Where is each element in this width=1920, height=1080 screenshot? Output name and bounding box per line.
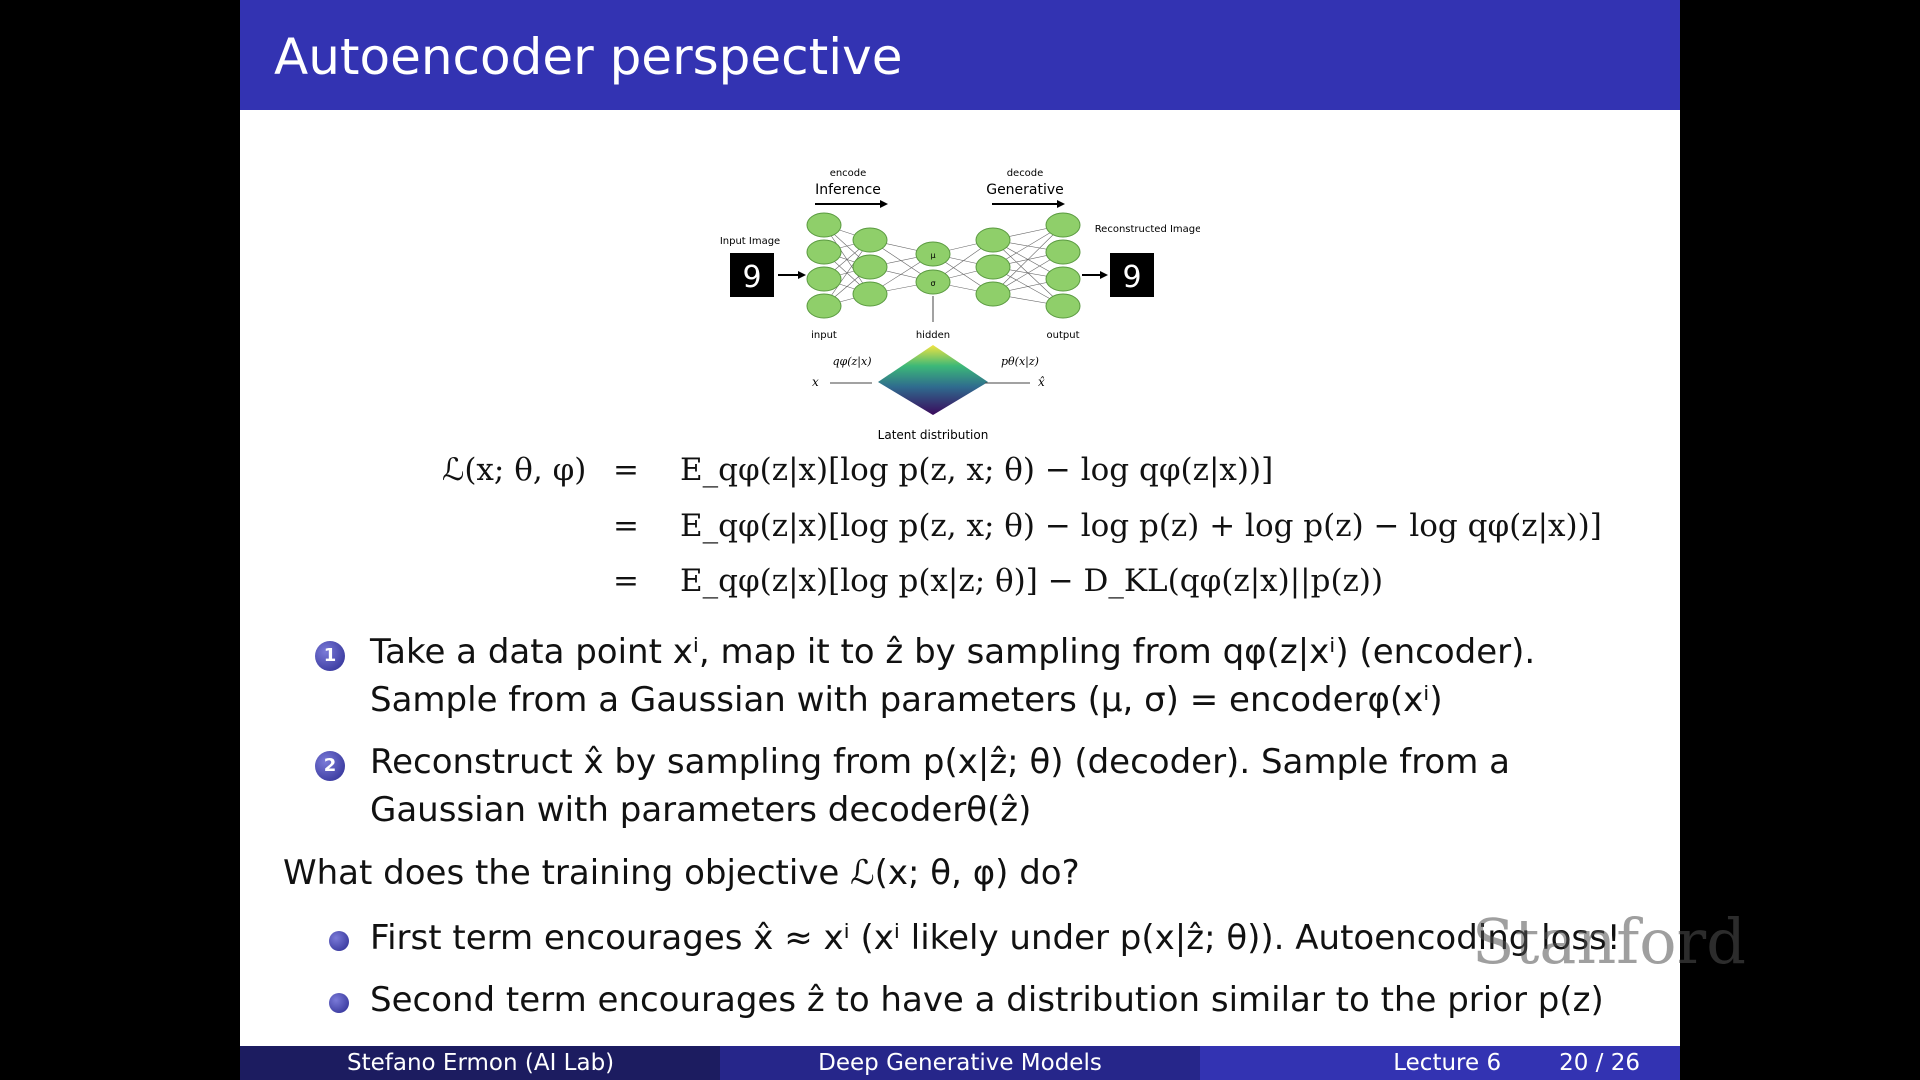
input-digit: 9: [742, 260, 761, 295]
input-image-label: Input Image: [720, 236, 780, 247]
input-digit-image: [730, 253, 774, 297]
equals-2: =: [613, 508, 639, 544]
input-label: input: [811, 330, 837, 341]
question: What does the training objective ℒ(x; θ,…: [283, 853, 1080, 893]
bullet-second-term: Second term encourages ẑ to have a distr…: [370, 980, 1604, 1020]
reconstructed-digit-image: [1110, 253, 1154, 297]
equals-1: =: [613, 452, 639, 488]
reconstructed-label: Reconstructed Image: [1095, 224, 1200, 235]
mu-label: μ: [930, 251, 935, 260]
step-1-line-2: Sample from a Gaussian with parameters (…: [370, 680, 1443, 720]
output-digit: 9: [1122, 260, 1141, 295]
encoder-q-label: qφ(z|x): [832, 355, 871, 369]
stanford-watermark: Stanford: [1472, 905, 1746, 978]
inference-label: Inference: [815, 182, 881, 198]
bullet-dot: [329, 993, 349, 1013]
step-2-line-2: Gaussian with parameters decoderθ(ẑ): [370, 790, 1032, 830]
encode-label: encode: [830, 168, 867, 179]
bullet-first-term: First term encourages x̂ ≈ xⁱ (xⁱ likely…: [370, 918, 1621, 958]
decode-label: decode: [1007, 168, 1044, 179]
decoder-p-label: pθ(x|z): [1001, 355, 1039, 369]
slide-title: Autoencoder perspective: [240, 0, 1680, 110]
footer-right: Lecture 6 20 / 26: [1200, 1046, 1680, 1080]
footer-page: 20 / 26: [1559, 1050, 1640, 1076]
hidden-label: hidden: [916, 330, 950, 341]
latent-distribution-plot: [878, 345, 988, 415]
footer-course: Deep Generative Models: [720, 1046, 1200, 1080]
step-1-badge: 1: [315, 641, 345, 671]
x-label: x: [812, 375, 819, 389]
equals-3: =: [613, 563, 639, 599]
bullet-dot: [329, 931, 349, 951]
sigma-label: σ: [930, 279, 935, 288]
xhat-label: x̂: [1038, 375, 1045, 389]
footer-lecture: Lecture 6: [1393, 1050, 1502, 1076]
elbo-lhs: ℒ(x; θ, φ): [442, 452, 587, 488]
equation-line-1: E_qφ(z|x)[log p(z, x; θ) − log qφ(z|x))]: [680, 452, 1274, 488]
vae-diagram: μ σ encode Inference decode Generative I…: [720, 168, 1200, 442]
equation-line-3: E_qφ(z|x)[log p(x|z; θ)] − D_KL(qφ(z|x)|…: [680, 563, 1384, 599]
output-label: output: [1047, 330, 1080, 341]
generative-label: Generative: [986, 182, 1064, 198]
step-2-line-1: Reconstruct x̂ by sampling from p(x|ẑ; θ…: [370, 742, 1510, 782]
slide: Autoencoder perspective μ σ encode Infer…: [240, 0, 1746, 1080]
step-1-line-1: Take a data point xⁱ, map it to ẑ by sam…: [370, 632, 1536, 672]
equation-line-2: E_qφ(z|x)[log p(z, x; θ) − log p(z) + lo…: [680, 508, 1602, 544]
footer-author: Stefano Ermon (AI Lab): [240, 1046, 720, 1080]
footer: Stefano Ermon (AI Lab) Deep Generative M…: [240, 1046, 1680, 1080]
latent-distribution-label: Latent distribution: [878, 428, 989, 442]
step-2-badge: 2: [315, 751, 345, 781]
